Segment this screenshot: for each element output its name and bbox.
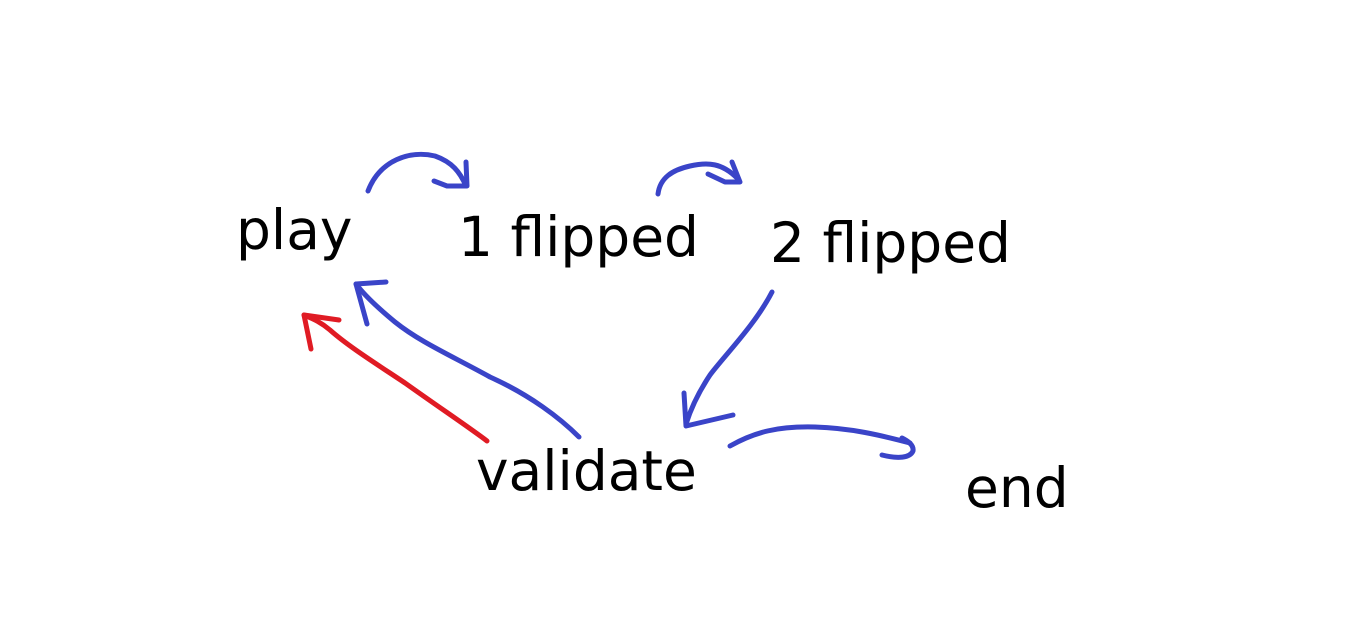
arrow-validate-to-play-red: [301, 312, 490, 444]
state-1-flipped-label: 1 flipped: [458, 205, 699, 269]
state-end-label: end: [965, 456, 1069, 520]
arrow-validate-to-end: [727, 424, 916, 460]
arrow-validate-to-play-blue: [353, 279, 582, 440]
state-validate-label: validate: [476, 439, 697, 503]
arrow-2-flipped-to-validate: [681, 289, 775, 429]
arrow-1-flipped-to-2-flipped: [655, 159, 743, 197]
arrow-play-to-1-flipped: [365, 151, 470, 194]
state-play-label: play: [236, 198, 353, 262]
state-2-flipped-label: 2 flipped: [770, 211, 1011, 275]
